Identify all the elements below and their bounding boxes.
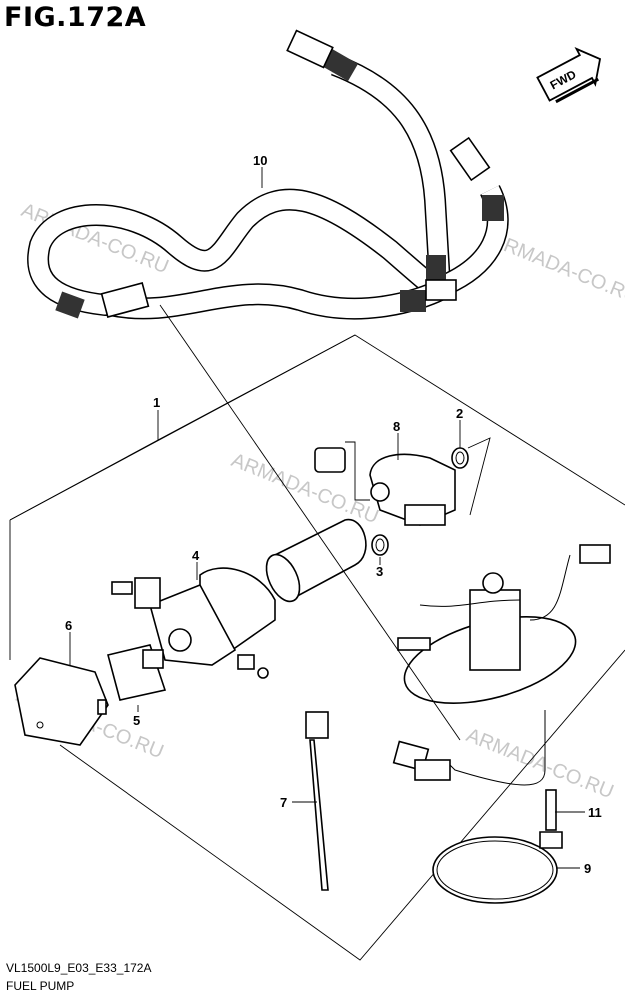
part-11-bolt bbox=[539, 789, 563, 849]
callout-3: 3 bbox=[376, 564, 383, 579]
fwd-arrow-badge: FWD bbox=[536, 47, 602, 104]
leader-lines bbox=[9, 167, 585, 869]
callout-11: 11 bbox=[588, 805, 602, 820]
callout-7: 7 bbox=[280, 795, 287, 810]
callout-2: 2 bbox=[456, 406, 463, 421]
part-7-cable-tie bbox=[305, 711, 329, 891]
watermark-3: ARMADA-CO.RU bbox=[228, 449, 382, 528]
part-2-oring bbox=[451, 437, 491, 516]
fuel-hose bbox=[27, 29, 509, 320]
watermark-5: ARMADA-CO.RU bbox=[463, 724, 617, 803]
part-9-gasket bbox=[432, 836, 558, 904]
part-8-regulator bbox=[314, 441, 456, 526]
watermark-2: ARMADA-CO.RU bbox=[488, 229, 625, 308]
callout-8: 8 bbox=[393, 419, 400, 434]
callout-1: 1 bbox=[153, 395, 160, 410]
pump-flange bbox=[397, 544, 611, 786]
callout-6: 6 bbox=[65, 618, 72, 633]
figure-title: FIG.172A bbox=[4, 2, 147, 33]
figure-name: FUEL PUMP bbox=[6, 979, 75, 993]
callout-9: 9 bbox=[584, 861, 591, 876]
callout-10: 10 bbox=[253, 153, 267, 168]
callout-4: 4 bbox=[192, 548, 200, 563]
part-5-filter bbox=[107, 644, 167, 701]
callout-5: 5 bbox=[133, 713, 140, 728]
part-3-oring bbox=[371, 534, 389, 556]
figure-code: VL1500L9_E03_E33_172A bbox=[6, 961, 152, 975]
pump-motor bbox=[265, 518, 367, 603]
part-6-filter-body bbox=[14, 657, 109, 746]
pump-connector bbox=[392, 740, 451, 781]
part-4-filter-holder bbox=[111, 567, 276, 679]
